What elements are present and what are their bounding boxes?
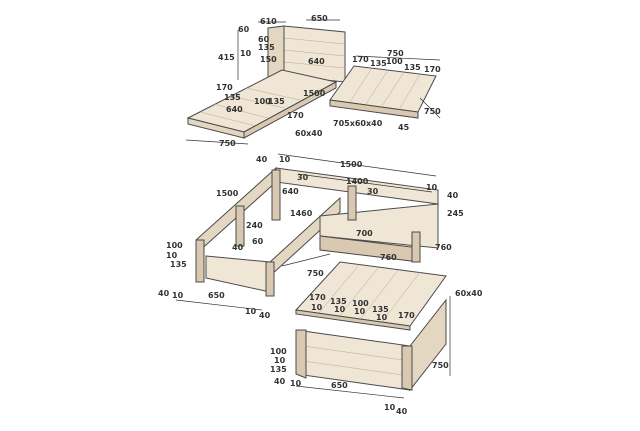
middle-frame: 40 10 1500 30 1400 30 10 40 1500 640 245…	[158, 153, 464, 320]
dim-label: 170	[287, 111, 304, 120]
dim-label: 705x60x40	[333, 119, 383, 128]
frame-post	[265, 261, 275, 297]
dim-label: 10	[354, 307, 366, 316]
dim-label: 100	[166, 241, 183, 250]
dim-label: 60	[252, 237, 264, 246]
dim-label: 60	[258, 35, 270, 44]
right-deck-front	[329, 99, 419, 119]
frame-post	[195, 239, 205, 283]
dim-label: 750	[387, 49, 404, 58]
dim-label: 135	[270, 365, 287, 374]
dim-label: 100	[270, 347, 287, 356]
dim-label: 1500	[340, 160, 363, 169]
dim-label: 60	[238, 25, 250, 34]
dim-label: 10	[426, 183, 438, 192]
dim-label: 750	[432, 361, 449, 370]
dim-label: 700	[356, 229, 373, 238]
dim-label: 240	[246, 221, 263, 230]
dim-label: 40	[396, 407, 408, 416]
dim-label: 135	[258, 43, 275, 52]
dim-label: 10	[274, 356, 286, 365]
dim-label: 100	[386, 57, 403, 66]
dim-label: 750	[307, 269, 324, 278]
dim-label: 10	[279, 155, 291, 164]
box-front	[295, 329, 411, 391]
dim-label: 415	[218, 53, 235, 62]
dim-label: 135	[404, 63, 421, 72]
dim-label: 170	[424, 65, 441, 74]
dim-label: 610	[260, 17, 277, 26]
dim-label: 650	[331, 381, 348, 390]
dim-label: 10	[172, 291, 184, 300]
dim-label: 750	[219, 139, 236, 148]
dim-label: 30	[297, 173, 309, 182]
frame-post	[235, 205, 245, 247]
dim-label: 60x40	[455, 289, 483, 298]
dim-label: 100	[352, 299, 369, 308]
dim-label: 760	[435, 243, 452, 252]
dim-label: 10	[290, 379, 302, 388]
dim-label: 150	[260, 55, 277, 64]
dim-label: 750	[424, 107, 441, 116]
dim-label: 10	[376, 313, 388, 322]
box-post	[295, 329, 307, 379]
top-assembly: 60 610 650 60 10 135 415 150 640 750 170…	[185, 14, 441, 148]
lid-edge	[295, 309, 411, 331]
dim-label: 760	[380, 253, 397, 262]
dim-label: 170	[309, 293, 326, 302]
dim-label: 40	[256, 155, 268, 164]
dim-label: 60x40	[295, 129, 323, 138]
dim-label: 1500	[216, 189, 239, 198]
dim-label: 1460	[290, 209, 313, 218]
dim-label: 10	[311, 303, 323, 312]
dim-label: 10	[166, 251, 178, 260]
dim-label: 170	[352, 55, 369, 64]
dim-label: 135	[372, 305, 389, 314]
dim-label: 135	[330, 297, 347, 306]
bottom-box: 750 60x40 170 135 100 135 170 10 10 10 1…	[270, 253, 483, 416]
dim-label: 135	[224, 93, 241, 102]
dim-label: 30	[367, 187, 379, 196]
dim-label: 45	[398, 123, 410, 132]
dim-label: 170	[398, 311, 415, 320]
dim-label: 10	[334, 305, 346, 314]
dim-label: 135	[370, 59, 387, 68]
dim-label: 640	[282, 187, 299, 196]
box-post	[401, 345, 413, 391]
dim-label: 650	[311, 14, 328, 23]
frame-left-front	[205, 255, 271, 293]
dim-label: 640	[226, 105, 243, 114]
dim-label: 100	[254, 97, 271, 106]
frame-post	[347, 185, 357, 221]
dim-label: 170	[216, 83, 233, 92]
dim-label: 40	[447, 191, 459, 200]
dim-label: 40	[259, 311, 271, 320]
dim-label: 40	[232, 243, 244, 252]
frame-post	[271, 169, 281, 221]
dim-label: 10	[245, 307, 257, 316]
dim-label: 10	[384, 403, 396, 412]
dim-label: 135	[170, 260, 187, 269]
dim-label: 245	[447, 209, 464, 218]
dim-label: 1400	[346, 177, 369, 186]
dim-label: 1500	[303, 89, 326, 98]
dim-label: 40	[274, 377, 286, 386]
frame-post	[411, 231, 421, 263]
dim-label: 650	[208, 291, 225, 300]
dim-label: 135	[268, 97, 285, 106]
left-deck-front	[243, 81, 337, 139]
dim-label: 640	[308, 57, 325, 66]
dim-label: 10	[240, 49, 252, 58]
dim-label: 40	[158, 289, 170, 298]
